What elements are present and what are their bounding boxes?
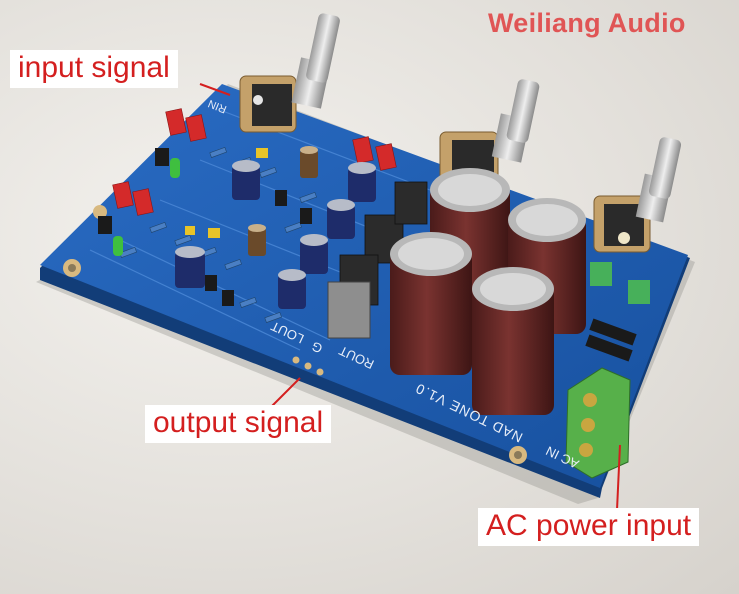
input-signal-callout: input signal	[10, 50, 178, 88]
potentiometer-1	[239, 13, 340, 133]
filter-capacitors	[390, 168, 586, 415]
potentiometer-3	[593, 137, 682, 253]
ac-power-callout: AC power input	[478, 508, 700, 546]
output-signal-callout: output signal	[145, 405, 332, 443]
brand-watermark: Weiliang Audio	[488, 8, 686, 38]
ac-terminal-block	[565, 367, 631, 479]
